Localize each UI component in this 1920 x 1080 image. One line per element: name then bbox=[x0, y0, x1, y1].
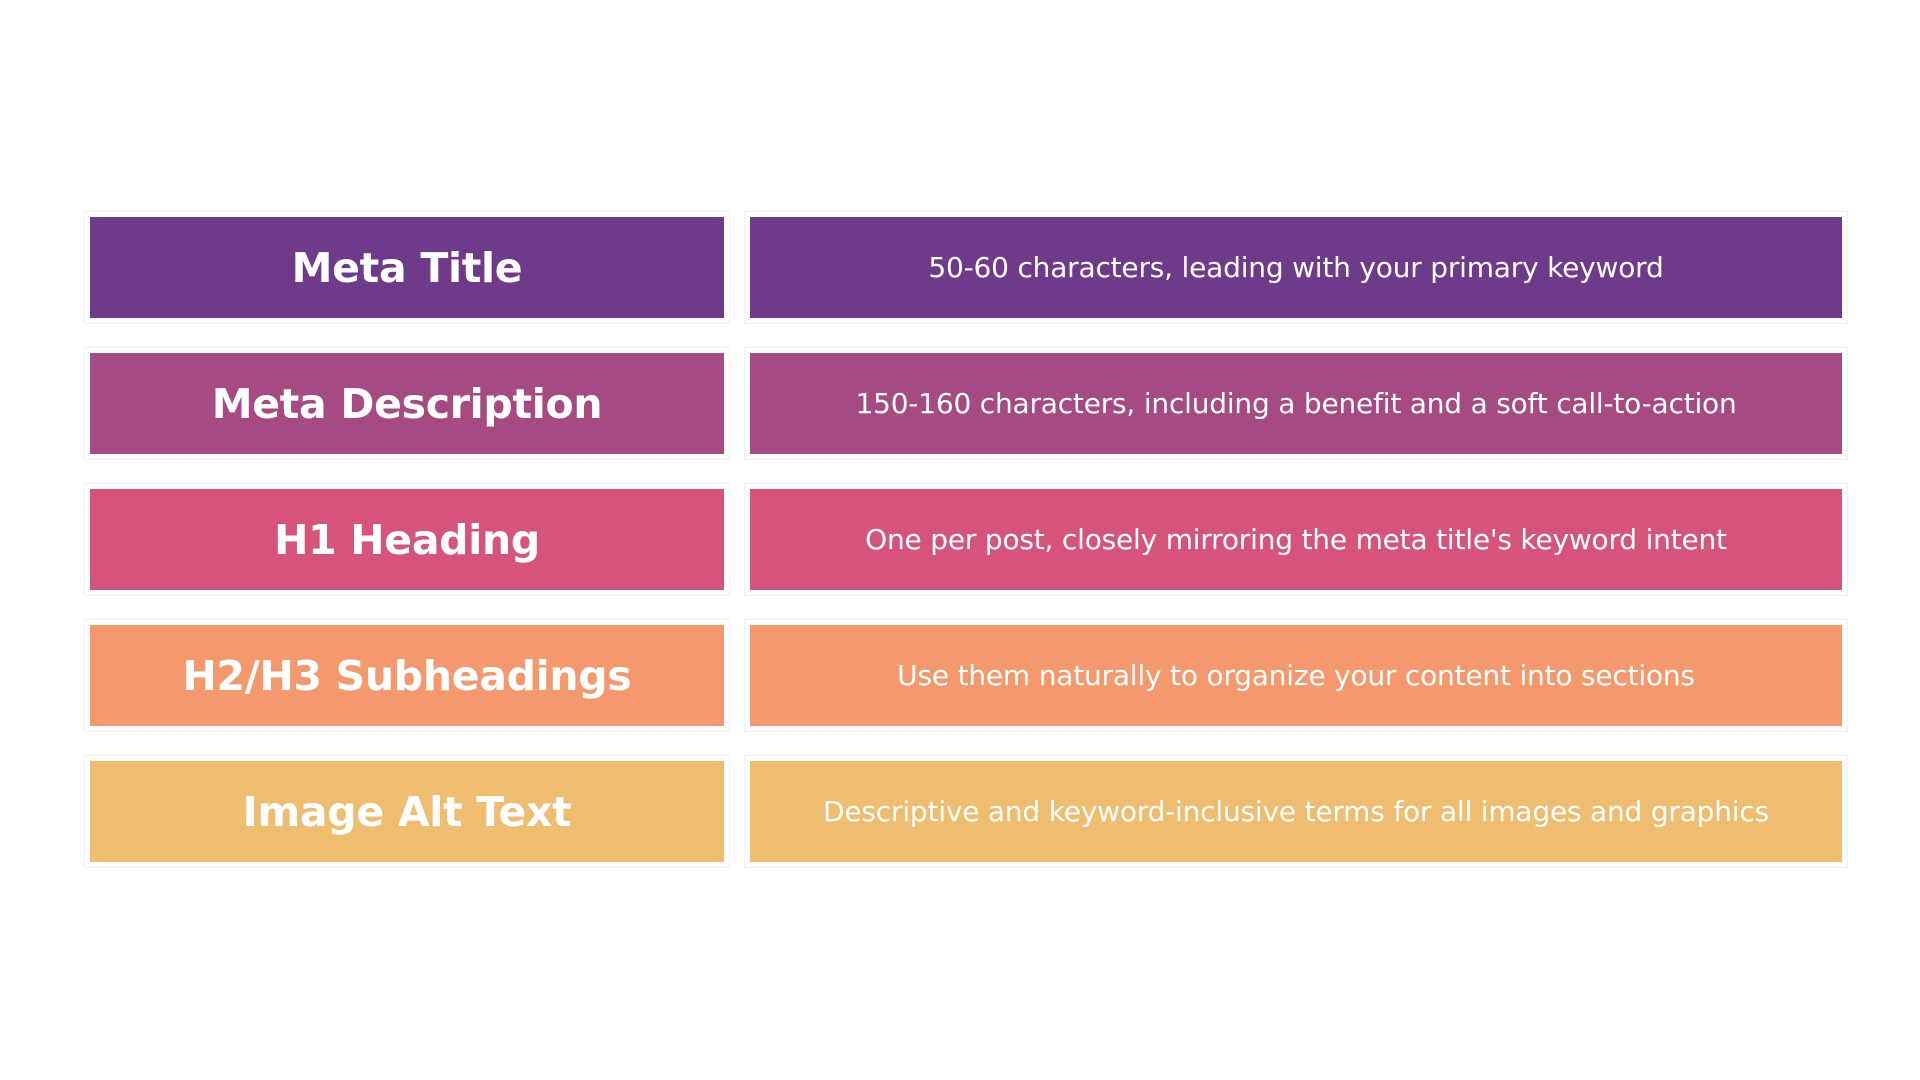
table-row-subheadings: H2/H3 Subheadings Use them naturally to … bbox=[0, 619, 1920, 732]
description-cell: Use them naturally to organize your cont… bbox=[744, 619, 1848, 732]
description-cell: One per post, closely mirroring the meta… bbox=[744, 483, 1848, 596]
row-description: 50-60 characters, leading with your prim… bbox=[928, 251, 1664, 284]
description-fill: Descriptive and keyword-inclusive terms … bbox=[750, 761, 1842, 862]
row-description: Use them naturally to organize your cont… bbox=[897, 659, 1695, 692]
table-row-h1-heading: H1 Heading One per post, closely mirrori… bbox=[0, 483, 1920, 596]
label-cell: Meta Description bbox=[84, 347, 730, 460]
table-row-meta-description: Meta Description 150-160 characters, inc… bbox=[0, 347, 1920, 460]
row-description: 150-160 characters, including a benefit … bbox=[855, 387, 1737, 420]
label-cell: Image Alt Text bbox=[84, 755, 730, 868]
description-fill: 50-60 characters, leading with your prim… bbox=[750, 217, 1842, 318]
label-fill: Image Alt Text bbox=[90, 761, 724, 862]
table-row-meta-title: Meta Title 50-60 characters, leading wit… bbox=[0, 211, 1920, 324]
label-fill: Meta Description bbox=[90, 353, 724, 454]
row-label: Meta Title bbox=[291, 243, 523, 292]
label-fill: H2/H3 Subheadings bbox=[90, 625, 724, 726]
label-cell: H1 Heading bbox=[84, 483, 730, 596]
description-fill: One per post, closely mirroring the meta… bbox=[750, 489, 1842, 590]
row-description: One per post, closely mirroring the meta… bbox=[865, 523, 1727, 556]
row-label: H1 Heading bbox=[274, 515, 540, 564]
description-fill: 150-160 characters, including a benefit … bbox=[750, 353, 1842, 454]
description-cell: 150-160 characters, including a benefit … bbox=[744, 347, 1848, 460]
label-cell: Meta Title bbox=[84, 211, 730, 324]
label-fill: Meta Title bbox=[90, 217, 724, 318]
label-fill: H1 Heading bbox=[90, 489, 724, 590]
row-label: H2/H3 Subheadings bbox=[182, 651, 632, 700]
row-label: Meta Description bbox=[211, 379, 603, 428]
description-cell: 50-60 characters, leading with your prim… bbox=[744, 211, 1848, 324]
row-label: Image Alt Text bbox=[242, 787, 572, 836]
label-cell: H2/H3 Subheadings bbox=[84, 619, 730, 732]
description-cell: Descriptive and keyword-inclusive terms … bbox=[744, 755, 1848, 868]
table-row-image-alt-text: Image Alt Text Descriptive and keyword-i… bbox=[0, 755, 1920, 868]
row-description: Descriptive and keyword-inclusive terms … bbox=[823, 795, 1769, 828]
description-fill: Use them naturally to organize your cont… bbox=[750, 625, 1842, 726]
